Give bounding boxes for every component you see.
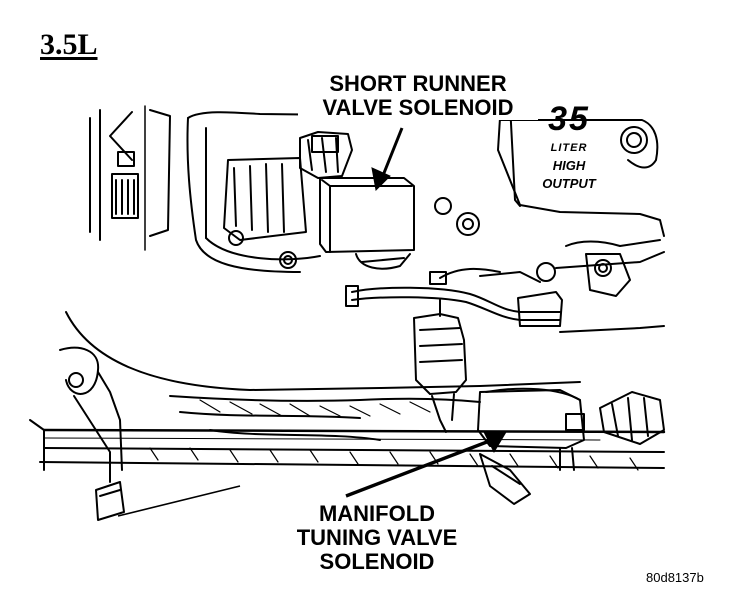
callout-line: MANIFOLD (318, 501, 436, 526)
intake-manifold-lower (59, 311, 585, 521)
engine-badge-high: HIGH (552, 158, 586, 173)
intake-manifold-upper (186, 103, 665, 273)
figure-code: 80d8137b (646, 570, 704, 585)
callout-line: SOLENOID (319, 549, 435, 574)
callout-line: VALVE SOLENOID (322, 95, 514, 120)
engine-badge-liter: LITER (550, 142, 588, 154)
manifold-tuning-callout: MANIFOLD TUNING VALVE SOLENOID (268, 502, 486, 574)
right-bracket (559, 239, 665, 333)
engine-badge-output: OUTPUT (542, 176, 596, 191)
engine-badge-displacement: 35 (548, 100, 590, 138)
callout-line: TUNING VALVE (296, 525, 458, 550)
left-vent-panel (89, 105, 171, 251)
manifold-tuning-valve-solenoid (479, 391, 665, 505)
short-runner-valve-solenoid (223, 131, 415, 270)
callout-line: SHORT RUNNER (329, 71, 507, 96)
base-rails (29, 419, 666, 471)
short-runner-callout: SHORT RUNNER VALVE SOLENOID (298, 72, 538, 120)
engine-size-label: 3.5L (40, 28, 98, 61)
callout-arrows (117, 127, 507, 517)
electrical-connector (413, 299, 467, 433)
vacuum-tube (345, 251, 665, 327)
hatching (149, 399, 639, 471)
mounting-bolts (68, 197, 612, 388)
